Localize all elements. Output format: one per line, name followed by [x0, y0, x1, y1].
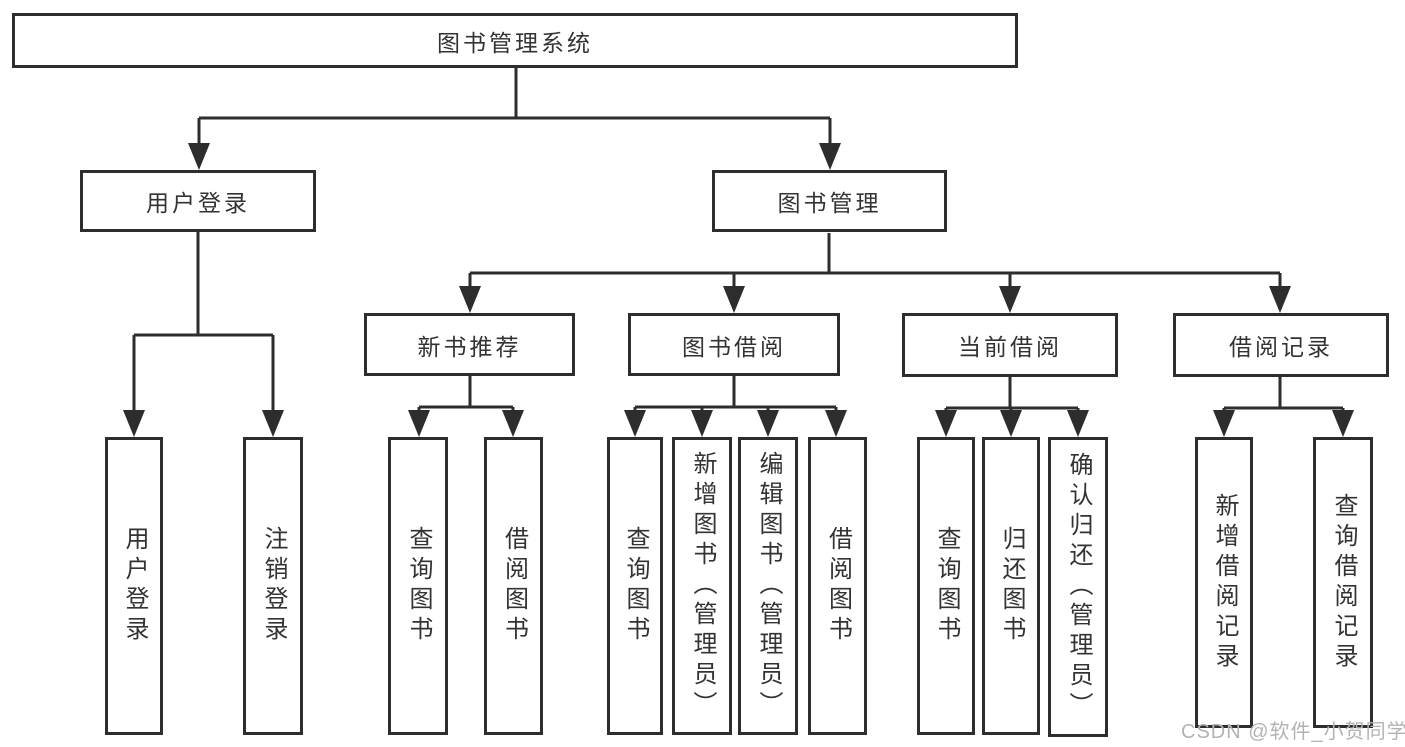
leaf-logout: 注销登录	[243, 437, 303, 735]
leaf-query-borrow-record: 查询借阅记录	[1313, 437, 1373, 728]
leaf-borrow-books-borrowing: 借阅图书	[808, 437, 867, 735]
node-library-management-system: 图书管理系统	[12, 13, 1018, 68]
node-new-book-recommendation: 新书推荐	[364, 313, 575, 376]
leaf-user-login: 用户登录	[105, 437, 163, 735]
node-borrowing-records: 借阅记录	[1173, 313, 1389, 377]
leaf-add-book-admin: 新增图书（管理员）	[672, 437, 732, 735]
node-book-management: 图书管理	[712, 170, 947, 232]
node-book-borrowing: 图书借阅	[628, 313, 840, 376]
leaf-confirm-return-admin: 确认归还（管理员）	[1048, 437, 1108, 737]
node-user-login: 用户登录	[80, 170, 316, 232]
leaf-return-book: 归还图书	[982, 437, 1040, 735]
leaf-query-books-recommend: 查询图书	[388, 437, 448, 735]
leaf-query-books-current: 查询图书	[917, 437, 975, 735]
leaf-query-books-borrowing: 查询图书	[607, 437, 663, 735]
leaf-edit-book-admin: 编辑图书（管理员）	[738, 437, 798, 735]
watermark-text: CSDN @软件_小贺同学	[1181, 721, 1405, 743]
node-current-borrowing: 当前借阅	[902, 313, 1118, 377]
leaf-add-borrow-record: 新增借阅记录	[1195, 437, 1253, 728]
leaf-borrow-books-recommend: 借阅图书	[484, 437, 543, 735]
